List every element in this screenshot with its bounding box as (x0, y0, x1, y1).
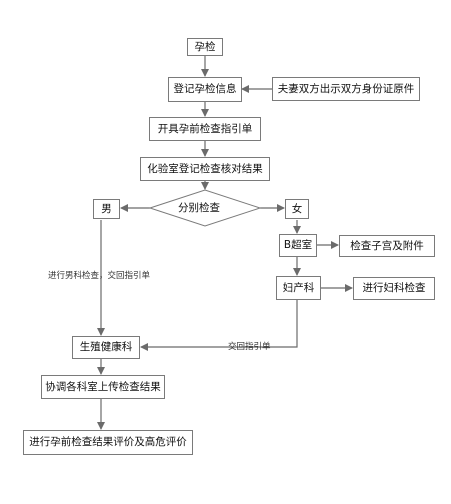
node-register: 登记孕检信息 (168, 77, 242, 102)
node-male: 男 (93, 199, 120, 219)
node-id-documents: 夫妻双方出示双方身份证原件 (272, 77, 420, 101)
node-final-evaluation: 进行孕前检查结果评价及高危评价 (23, 430, 193, 455)
node-coordinate-results: 协调各科室上传检查结果 (41, 375, 165, 399)
decision-diamond (148, 189, 262, 227)
node-uterus-check: 检查子宫及附件 (339, 235, 435, 257)
edge-label-male-path: 进行男科检查，交回指引单 (48, 271, 151, 281)
node-gyn-dept: 妇产科 (276, 276, 321, 300)
node-reproductive-health: 生殖健康科 (72, 336, 140, 359)
edge-label-return-slip: 交回指引单 (228, 342, 271, 352)
node-lab: 化验室登记检查核对结果 (140, 157, 270, 181)
node-female: 女 (285, 199, 309, 219)
decision-label: 分别检查 (178, 202, 220, 214)
node-start: 孕检 (187, 38, 223, 56)
node-ultrasound: B超室 (279, 234, 317, 257)
node-referral-slip: 开具孕前检查指引单 (149, 117, 261, 141)
edge-gyndept-reproductive (140, 300, 298, 351)
node-gyn-exam: 进行妇科检查 (353, 277, 435, 300)
